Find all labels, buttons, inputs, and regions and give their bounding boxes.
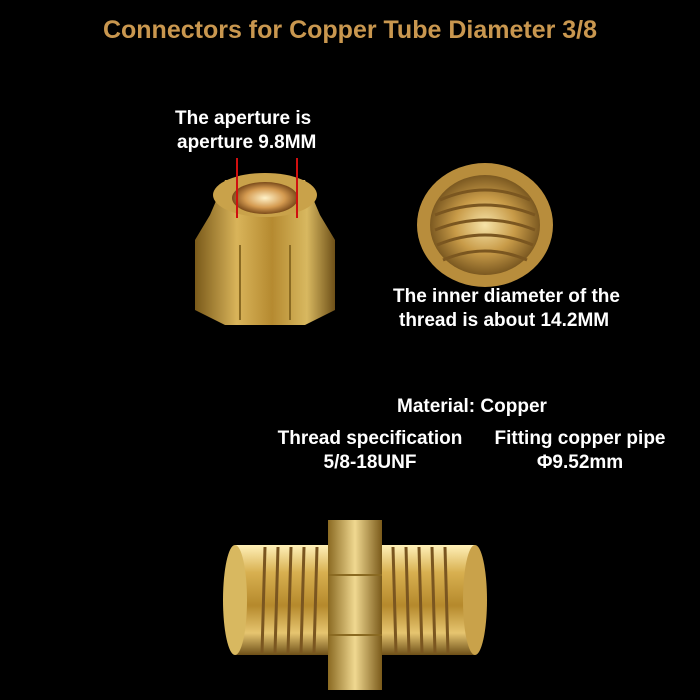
thread-spec-line1: Thread specification [277,428,463,449]
aperture-marker-right [296,158,298,218]
aperture-marker-left [236,158,238,218]
aperture-label: The aperture is aperture 9.8MM [175,107,316,155]
inner-thread-label: The inner diameter of the thread is abou… [393,285,620,333]
inner-thread-label-line1: The inner diameter of the [393,286,620,307]
thread-closeup-image [417,163,553,287]
flare-nut-image [195,173,335,325]
aperture-label-line2: aperture 9.8MM [177,132,317,153]
fitting-pipe-line2: Φ9.52mm [536,452,624,473]
page-title: Connectors for Copper Tube Diameter 3/8 [102,16,598,44]
fitting-pipe-label: Fitting copper pipe Φ9.52mm [488,427,672,475]
material-label: Material: Copper [397,396,547,417]
inner-thread-label-line2: thread is about 14.2MM [399,310,610,331]
thread-spec-label: Thread specification 5/8-18UNF [270,427,470,475]
union-fitting-image [223,520,487,690]
aperture-label-line1: The aperture is [175,108,312,129]
thread-spec-line2: 5/8-18UNF [323,452,417,473]
fitting-pipe-line1: Fitting copper pipe [494,428,666,449]
